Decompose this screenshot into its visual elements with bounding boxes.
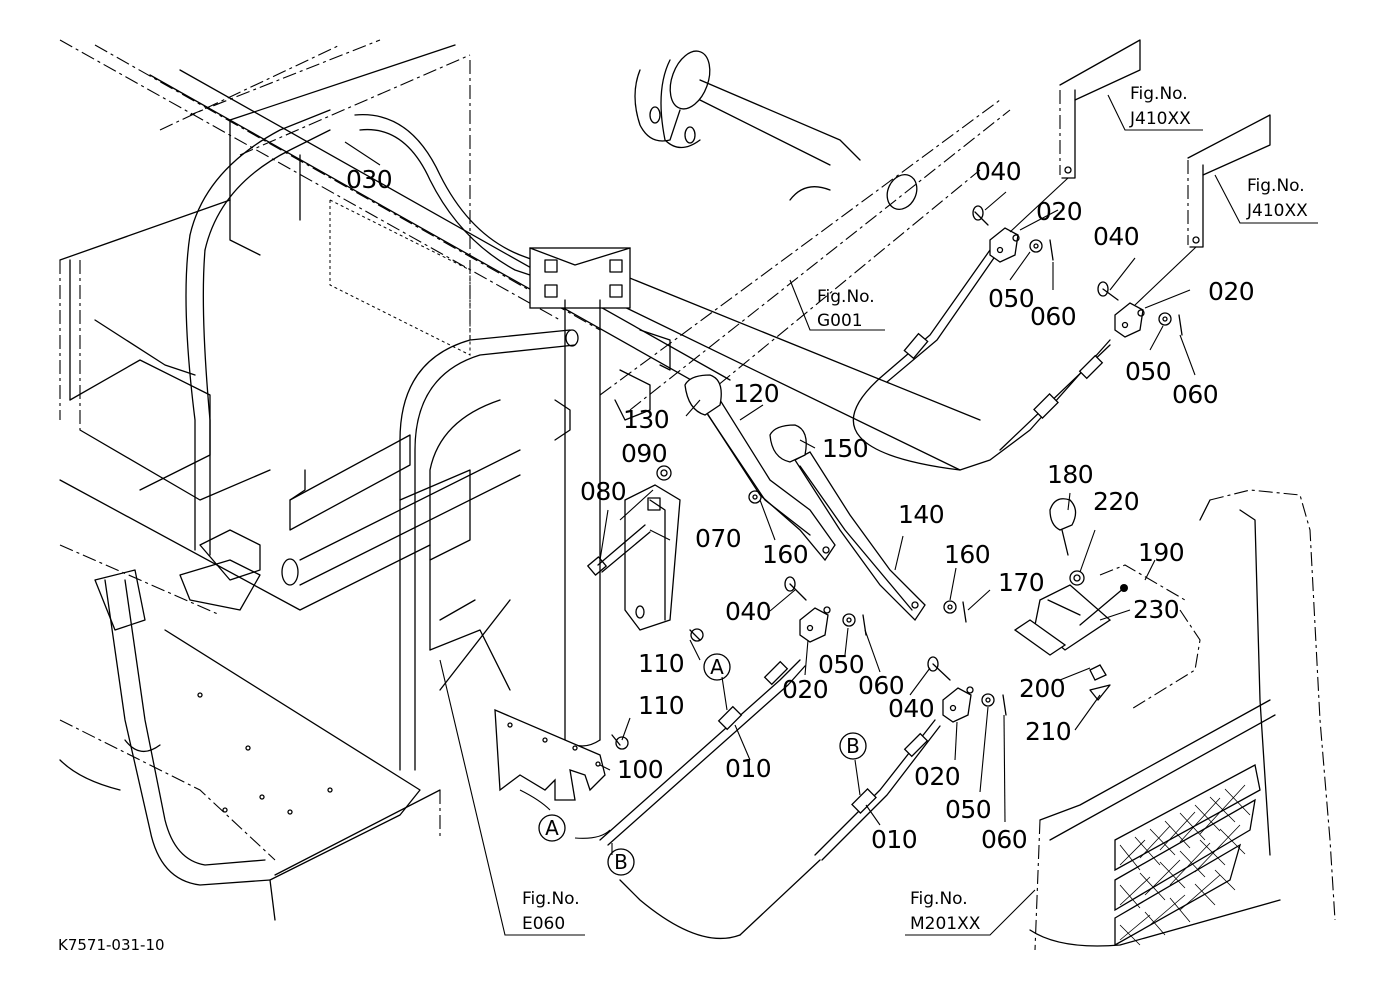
cable-a bbox=[599, 659, 806, 846]
svg-text:E060: E060 bbox=[522, 914, 565, 934]
callout-130: 130 bbox=[623, 405, 669, 434]
clevis-020-mid-right bbox=[927, 656, 1007, 723]
callout-020: 020 bbox=[914, 762, 960, 791]
callout-120: 120 bbox=[733, 379, 779, 408]
clevis-020-mid-left bbox=[784, 576, 867, 643]
marker-a-frame: A bbox=[538, 814, 566, 842]
lever-140 bbox=[794, 451, 926, 622]
svg-text:M201XX: M201XX bbox=[910, 914, 981, 934]
clevis-020-upper-right bbox=[1097, 281, 1183, 338]
leader-lines bbox=[344, 94, 1318, 936]
svg-text:Fig.No.: Fig.No. bbox=[522, 889, 580, 909]
svg-text:A: A bbox=[545, 816, 559, 840]
svg-text:J410XX: J410XX bbox=[1246, 201, 1308, 221]
upper-cables bbox=[852, 249, 1111, 471]
main-frame bbox=[59, 39, 1011, 921]
callout-040: 040 bbox=[888, 694, 934, 723]
svg-text:Fig.No.: Fig.No. bbox=[1247, 176, 1305, 196]
bolt-080 bbox=[587, 524, 651, 576]
fig-ref-e060[interactable]: Fig.No. E060 bbox=[522, 889, 580, 934]
bracket-070 bbox=[624, 484, 681, 631]
callout-050: 050 bbox=[818, 650, 864, 679]
callout-210: 210 bbox=[1025, 717, 1071, 746]
marker-b-frame: B bbox=[607, 848, 635, 876]
callout-060: 060 bbox=[1172, 380, 1218, 409]
callout-140: 140 bbox=[898, 500, 944, 529]
grip-150 bbox=[769, 424, 807, 463]
callout-060: 060 bbox=[858, 671, 904, 700]
marker-a-cable: A bbox=[703, 653, 731, 681]
callout-labels: 030 040 020 050 060 040 020 050 060 120 … bbox=[346, 157, 1255, 854]
callout-080: 080 bbox=[580, 477, 626, 506]
connection-markers: A B A B bbox=[538, 653, 867, 876]
callout-100: 100 bbox=[617, 755, 663, 784]
callout-050: 050 bbox=[988, 284, 1034, 313]
grip-130 bbox=[684, 374, 722, 416]
callout-060: 060 bbox=[981, 825, 1027, 854]
callout-040: 040 bbox=[1093, 222, 1139, 251]
callout-040: 040 bbox=[975, 157, 1021, 186]
callout-010: 010 bbox=[725, 754, 771, 783]
callout-020: 020 bbox=[1036, 197, 1082, 226]
fig-ref-g001[interactable]: Fig.No. G001 bbox=[817, 287, 875, 331]
svg-text:G001: G001 bbox=[817, 311, 863, 331]
svg-text:Fig.No.: Fig.No. bbox=[817, 287, 875, 307]
drawing-id: K7571-031-10 bbox=[58, 936, 165, 954]
callout-070: 070 bbox=[695, 524, 741, 553]
callout-040: 040 bbox=[725, 597, 771, 626]
callout-200: 200 bbox=[1019, 674, 1065, 703]
svg-text:Fig.No.: Fig.No. bbox=[1130, 84, 1188, 104]
callout-110: 110 bbox=[638, 649, 684, 678]
svg-text:Fig.No.: Fig.No. bbox=[910, 889, 968, 909]
callout-150: 150 bbox=[822, 434, 868, 463]
svg-text:A: A bbox=[710, 655, 724, 679]
callout-060: 060 bbox=[1030, 302, 1076, 331]
plate-100 bbox=[494, 708, 606, 801]
callout-220: 220 bbox=[1093, 487, 1139, 516]
cable-b bbox=[619, 719, 941, 939]
callout-020: 020 bbox=[782, 675, 828, 704]
nut-090 bbox=[619, 465, 672, 521]
svg-text:B: B bbox=[614, 850, 628, 874]
front-grille bbox=[1029, 489, 1336, 951]
figure-references[interactable]: Fig.No. J410XX Fig.No. J410XX Fig.No. G0… bbox=[522, 84, 1308, 934]
link-rods bbox=[1009, 39, 1271, 306]
callout-180: 180 bbox=[1047, 460, 1093, 489]
svg-text:J410XX: J410XX bbox=[1129, 109, 1191, 129]
callout-090: 090 bbox=[621, 439, 667, 468]
clevis-020-upper-left bbox=[972, 205, 1054, 263]
bolt-110 bbox=[611, 628, 704, 750]
callout-020: 020 bbox=[1208, 277, 1254, 306]
lever-120 bbox=[704, 399, 836, 562]
fig-ref-j410xx-upper[interactable]: Fig.No. J410XX bbox=[1129, 84, 1191, 129]
callout-030: 030 bbox=[346, 165, 392, 194]
fig-ref-m201xx[interactable]: Fig.No. M201XX bbox=[910, 889, 981, 934]
callout-160: 160 bbox=[762, 540, 808, 569]
washer-160 bbox=[748, 490, 967, 623]
marker-b-cable: B bbox=[839, 732, 867, 760]
callout-170: 170 bbox=[998, 568, 1044, 597]
callout-050: 050 bbox=[1125, 357, 1171, 386]
callout-010: 010 bbox=[871, 825, 917, 854]
callout-230: 230 bbox=[1133, 595, 1179, 624]
callout-050: 050 bbox=[945, 795, 991, 824]
callout-160: 160 bbox=[944, 540, 990, 569]
grille-mesh bbox=[1119, 784, 1251, 946]
callout-110: 110 bbox=[638, 691, 684, 720]
svg-text:B: B bbox=[846, 734, 860, 758]
callout-190: 190 bbox=[1138, 538, 1184, 567]
fig-ref-j410xx-lower[interactable]: Fig.No. J410XX bbox=[1246, 176, 1308, 221]
shift-guide bbox=[1013, 498, 1186, 701]
